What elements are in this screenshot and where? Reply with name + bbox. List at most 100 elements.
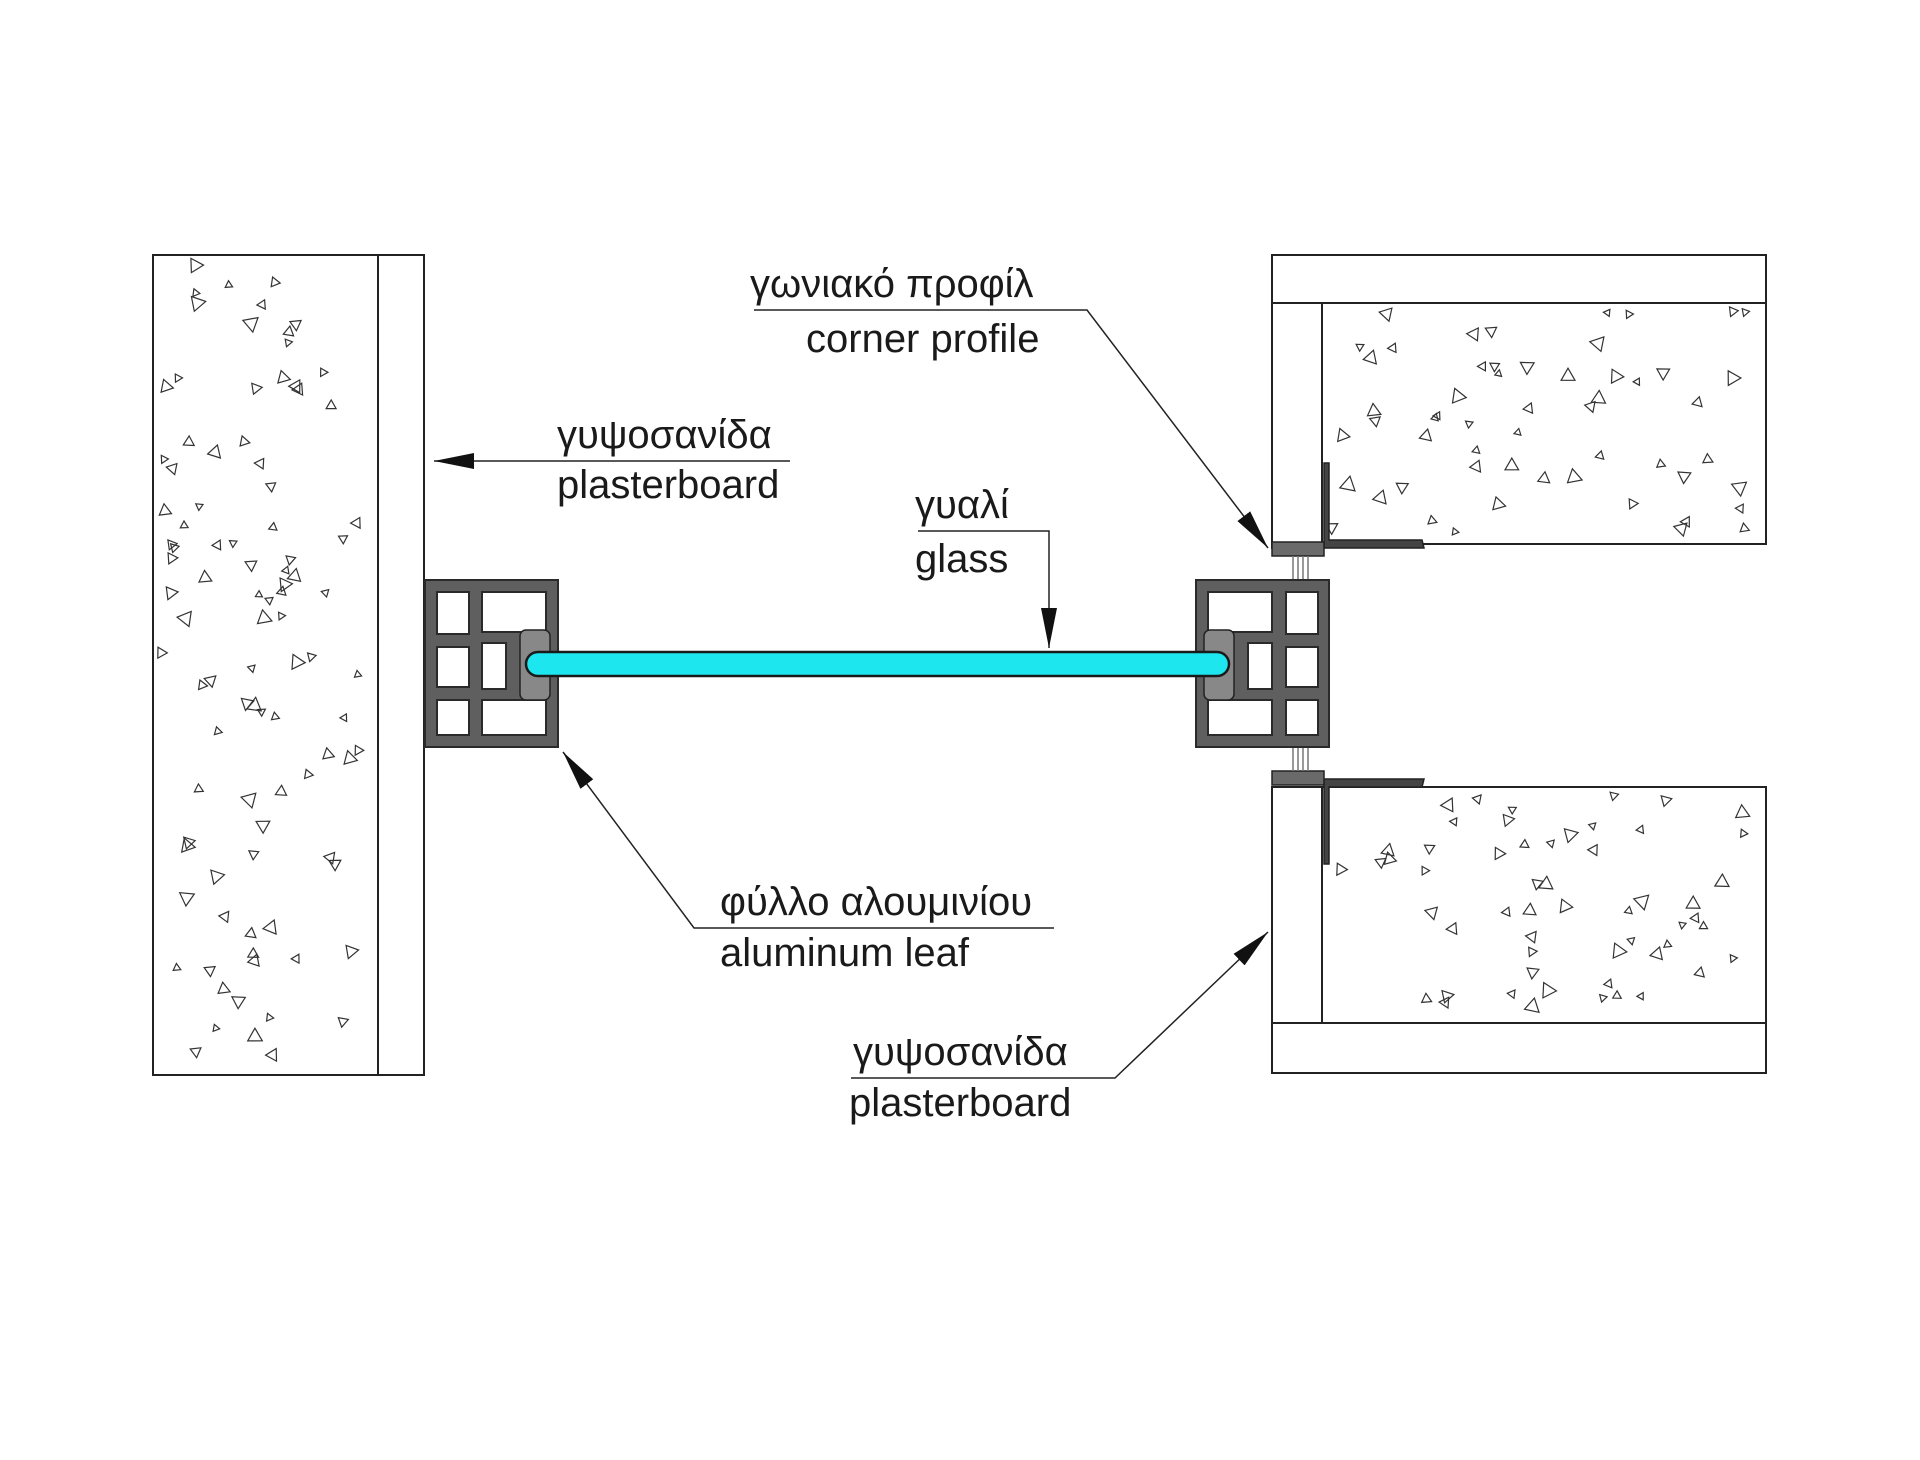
aggregate-mark bbox=[1610, 368, 1626, 385]
aggregate-mark bbox=[1336, 862, 1349, 877]
concrete-aggregate-left bbox=[157, 257, 366, 1063]
label-aluminum-leaf-greek: φύλλο αλουμινίου bbox=[720, 880, 1032, 924]
aggregate-mark bbox=[270, 275, 282, 288]
aggregate-mark bbox=[1507, 806, 1518, 816]
aggregate-mark bbox=[203, 675, 217, 689]
aggregate-mark bbox=[189, 1047, 202, 1059]
aggregate-mark bbox=[253, 457, 265, 470]
aggregate-mark bbox=[1362, 349, 1378, 365]
aggregate-mark bbox=[264, 1047, 278, 1063]
aggregate-mark bbox=[325, 398, 338, 410]
aggregate-mark bbox=[1648, 945, 1664, 961]
aggregate-mark bbox=[1734, 503, 1744, 515]
aggregate-mark bbox=[277, 611, 287, 621]
aggregate-mark bbox=[282, 324, 295, 337]
aggregate-mark bbox=[274, 784, 288, 796]
aggregate-mark bbox=[1521, 401, 1534, 415]
aggregate-mark bbox=[182, 836, 197, 850]
aggregate-mark bbox=[246, 953, 260, 968]
aggregate-mark bbox=[157, 646, 169, 660]
aggregate-mark bbox=[190, 295, 207, 313]
corner-profile-lower bbox=[1271, 745, 1425, 865]
aggregate-mark bbox=[254, 589, 264, 598]
aggregate-mark bbox=[264, 482, 277, 494]
aggregate-mark bbox=[1655, 458, 1667, 468]
aggregate-mark bbox=[206, 443, 222, 459]
aggregate-mark bbox=[203, 965, 217, 978]
left-plasterboard-layer bbox=[377, 254, 425, 1076]
aggregate-mark bbox=[1476, 360, 1487, 372]
aggregate-mark bbox=[1635, 991, 1644, 1001]
label-corner-profile-greek: γωνιακό προφίλ bbox=[750, 262, 1034, 306]
aggregate-mark bbox=[1465, 327, 1479, 342]
aggregate-mark bbox=[1634, 824, 1645, 835]
aggregate-mark bbox=[290, 382, 304, 396]
aggregate-mark bbox=[275, 585, 287, 596]
aggregate-mark bbox=[1451, 526, 1461, 536]
aggregate-mark bbox=[1566, 467, 1584, 484]
left-wall bbox=[152, 254, 425, 1076]
aggregate-mark bbox=[239, 792, 257, 810]
aggregate-mark bbox=[197, 678, 209, 691]
aggregate-mark bbox=[1506, 989, 1516, 1000]
aggregate-mark bbox=[1628, 497, 1640, 510]
aggregate-mark bbox=[244, 560, 258, 573]
aggregate-mark bbox=[354, 744, 366, 757]
aggregate-mark bbox=[338, 712, 348, 723]
right-upper-wall bbox=[1271, 254, 1767, 549]
aggregate-mark bbox=[1528, 946, 1539, 958]
aggregate-mark bbox=[255, 298, 266, 311]
aggregate-mark bbox=[1464, 420, 1475, 430]
aggregate-mark bbox=[213, 725, 224, 736]
label-aluminum-leaf-english: aluminum leaf bbox=[720, 931, 970, 975]
aggregate-mark bbox=[353, 669, 363, 678]
aggregate-mark bbox=[345, 944, 360, 960]
aggregate-mark bbox=[1378, 307, 1393, 323]
aggregate-mark bbox=[251, 382, 264, 396]
aggregate-mark bbox=[1728, 305, 1740, 318]
aggregate-mark bbox=[263, 596, 274, 606]
aggregate-mark bbox=[277, 369, 292, 384]
aggregate-mark bbox=[1660, 794, 1673, 808]
label-plasterboard-greek-right: γυψοσανίδα bbox=[853, 1030, 1068, 1074]
aggregate-mark bbox=[303, 768, 315, 780]
aggregate-mark bbox=[1741, 307, 1751, 318]
label-corner-profile-english: corner profile bbox=[806, 317, 1039, 361]
aggregate-mark bbox=[1734, 803, 1751, 819]
aggregate-mark bbox=[228, 539, 239, 549]
aggregate-mark bbox=[1451, 387, 1468, 404]
aggregate-mark bbox=[1421, 865, 1431, 877]
aggregate-mark bbox=[1545, 839, 1556, 849]
aggregate-mark bbox=[178, 892, 196, 908]
aggregate-mark bbox=[1590, 389, 1607, 404]
aggregate-mark bbox=[1523, 996, 1540, 1014]
aggregate-mark bbox=[255, 820, 271, 835]
aggregate-mark bbox=[1395, 482, 1410, 496]
aggregate-mark bbox=[1471, 793, 1482, 806]
aggregate-mark bbox=[1503, 456, 1520, 471]
concrete-aggregate-right-upper bbox=[1324, 305, 1751, 538]
label-glass-english: glass bbox=[915, 537, 1008, 581]
aggregate-mark bbox=[319, 367, 330, 378]
aggregate-mark bbox=[1371, 489, 1387, 505]
leader-glass bbox=[918, 530, 1057, 648]
aggregate-mark bbox=[1380, 842, 1395, 857]
aggregate-mark bbox=[1713, 872, 1731, 888]
aggregate-mark bbox=[1470, 444, 1481, 455]
aggregate-mark bbox=[1632, 894, 1650, 911]
aggregate-mark bbox=[284, 338, 294, 348]
aggregate-mark bbox=[1502, 813, 1516, 828]
aggregate-mark bbox=[1672, 522, 1688, 538]
aggregate-mark bbox=[244, 926, 257, 939]
aggregate-mark bbox=[1374, 857, 1387, 870]
aggregate-mark bbox=[1536, 470, 1551, 484]
right-lower-wall bbox=[1271, 786, 1767, 1074]
aggregate-mark bbox=[1338, 475, 1356, 492]
aggregate-mark bbox=[1522, 902, 1537, 916]
aggregate-mark bbox=[265, 1012, 275, 1022]
aggregate-mark bbox=[1512, 427, 1522, 437]
aggregate-mark bbox=[1678, 921, 1688, 931]
aggregate-mark bbox=[1368, 416, 1382, 428]
aggregate-mark bbox=[179, 519, 190, 529]
